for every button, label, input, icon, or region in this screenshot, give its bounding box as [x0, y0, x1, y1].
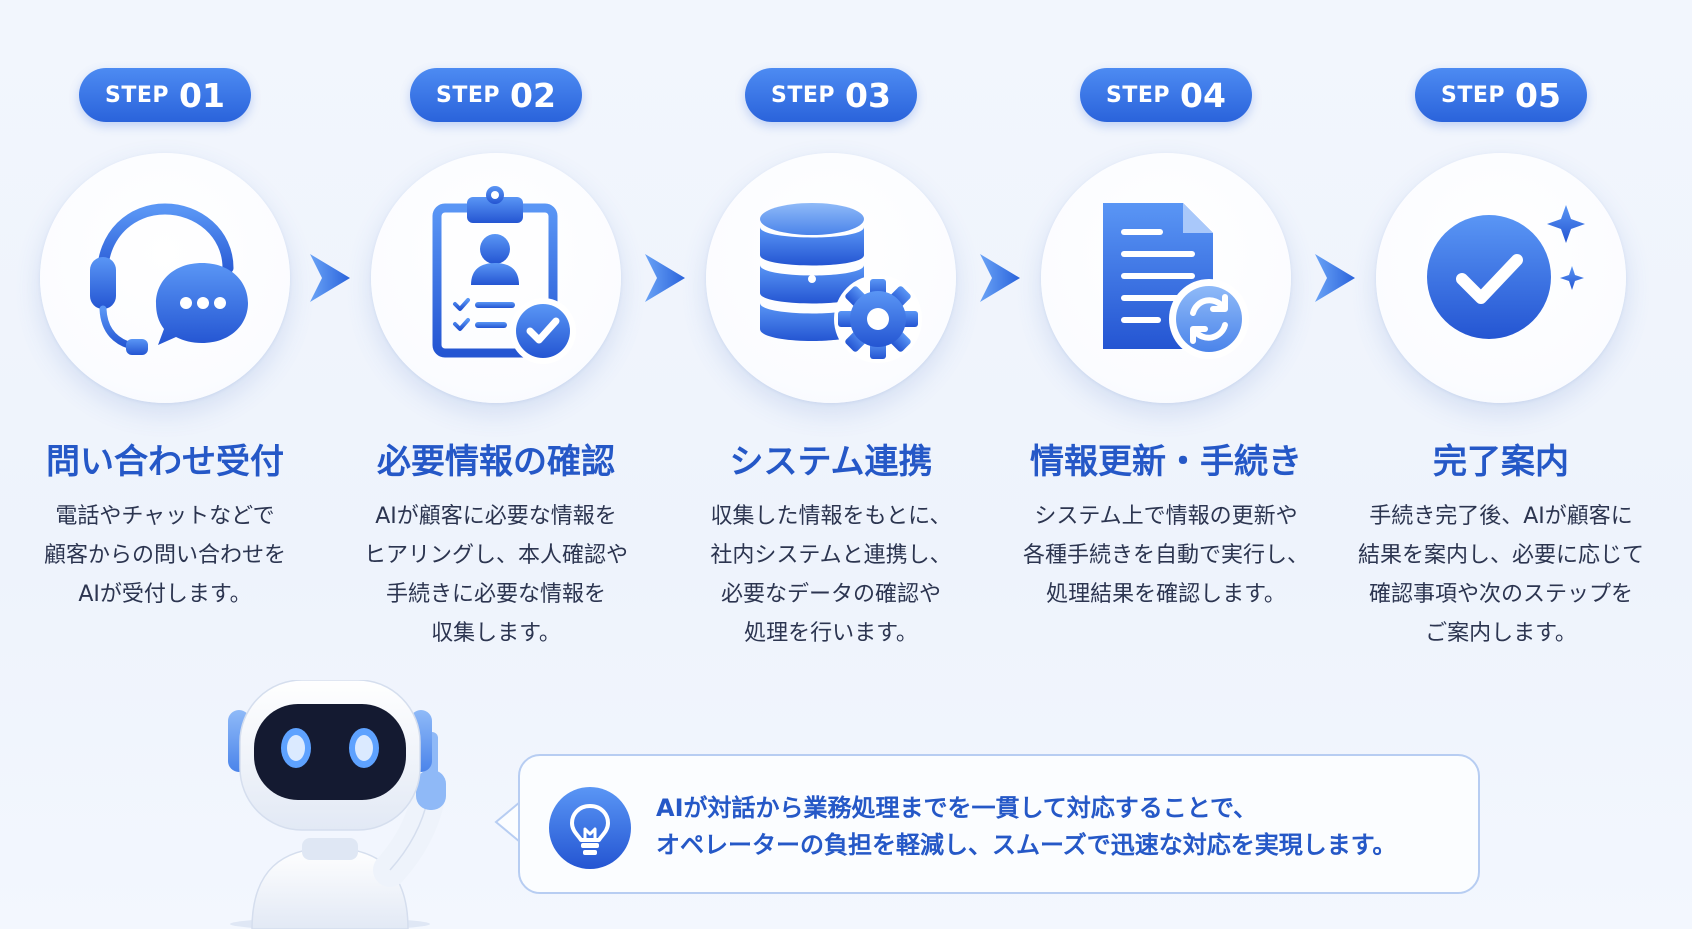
- step-description: 電話やチャットなどで 顧客からの問い合わせを AIが受付します。: [43, 504, 286, 607]
- lightbulb-icon: [549, 787, 631, 869]
- step-description: AIが顧客に必要な情報を ヒアリングし、本人確認や 手続きに必要な情報を 収集し…: [363, 504, 628, 646]
- chevron-right-icon: [310, 254, 350, 302]
- chevron-right-icon: [980, 254, 1020, 302]
- database-gear-icon: [760, 203, 922, 363]
- callout-tail: [494, 801, 521, 843]
- chevron-right-icon: [1315, 254, 1355, 302]
- step-icon-circle: [1376, 153, 1626, 403]
- step-title: システム連携: [729, 442, 933, 482]
- callout-message: AIが対話から業務処理までを一貫して対応することで、 オペレーターの負担を軽減し…: [656, 794, 1397, 859]
- clipboard-check-icon: [432, 186, 576, 364]
- step-description: システム上で情報の更新や 各種手続きを自動で実行し、 処理結果を確認します。: [1022, 504, 1309, 607]
- step-title: 問い合わせ受付: [46, 442, 284, 482]
- document-sync-icon: [1103, 203, 1249, 359]
- headset-chat-icon: [90, 203, 248, 355]
- step-icon-circle: [1041, 153, 1291, 403]
- step-description: 収集した情報をもとに、 社内システムと連携し、 必要なデータの確認や 処理を行い…: [710, 504, 952, 646]
- step-icon-circle: [40, 153, 290, 403]
- step-icon-circle: [706, 153, 956, 403]
- step-title: 必要情報の確認: [377, 442, 615, 482]
- step-icon-circle: [371, 153, 621, 403]
- chevron-right-icon: [645, 254, 685, 302]
- step-description: 手続き完了後、AIが顧客に 結果を案内し、必要に応じて 確認事項や次のステップを…: [1357, 504, 1644, 646]
- step-title: 情報更新・手続き: [1030, 442, 1302, 482]
- step-title: 完了案内: [1433, 442, 1569, 482]
- check-sparkle-icon: [1427, 205, 1585, 339]
- info-callout: [518, 754, 1480, 894]
- robot-mascot: [228, 680, 446, 929]
